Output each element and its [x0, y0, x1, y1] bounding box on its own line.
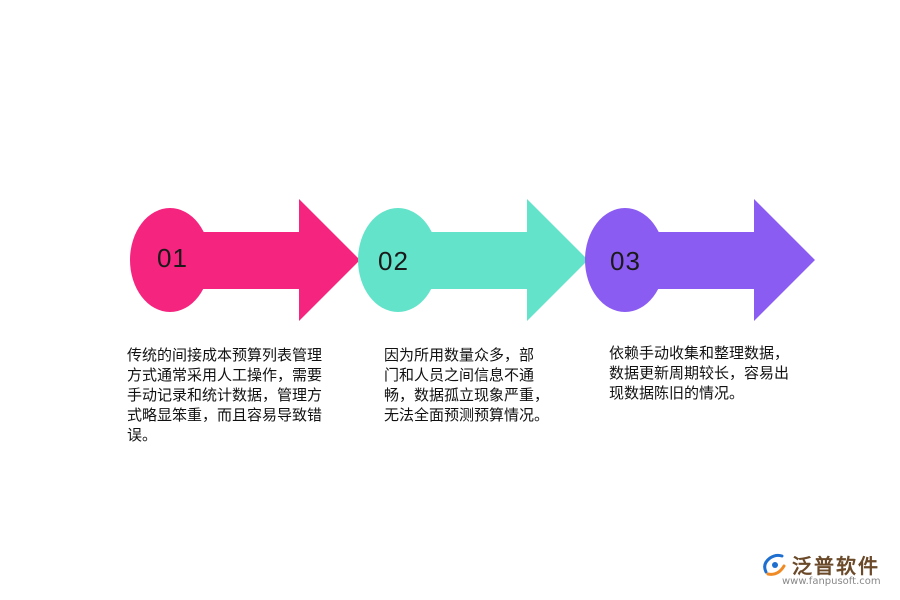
step-1-description: 传统的间接成本预算列表管理 方式通常采用人工操作，需要 手动记录和统计数据，管理…	[127, 345, 322, 445]
step-2-number: 02	[378, 246, 409, 276]
step-1-line: 传统的间接成本预算列表管理	[127, 346, 323, 364]
logo-url: www.fanpusoft.com	[782, 576, 881, 587]
step-3-arrow	[585, 199, 815, 321]
step-2-line: 无法全面预测预算情况。	[384, 406, 550, 424]
step-2-arrow	[358, 199, 588, 321]
step-2-arrow-shape	[408, 199, 588, 321]
fanpu-logo-icon	[763, 553, 786, 576]
step-2-line: 门和人员之间信息不通	[384, 366, 535, 384]
step-2-line: 因为所用数量众多，部	[384, 346, 535, 364]
step-1-arrow	[130, 199, 360, 321]
step-1-arrow-shape	[180, 199, 360, 321]
step-3-arrow-shape	[635, 199, 815, 321]
step-1-number: 01	[157, 243, 188, 273]
company-logo: 泛普软件 www.fanpusoft.com	[760, 550, 890, 590]
logo-name: 泛普软件	[792, 554, 880, 578]
step-3-line: 依赖手动收集和整理数据，	[609, 344, 790, 362]
step-3-description: 依赖手动收集和整理数据， 数据更新周期较长，容易出 现数据陈旧的情况。	[609, 343, 789, 403]
step-1-line: 误。	[127, 426, 158, 444]
step-1-line: 式略显笨重，而且容易导致错	[127, 406, 323, 424]
step-2-description: 因为所用数量众多，部 门和人员之间信息不通 畅，数据孤立现象严重， 无法全面预测…	[384, 345, 549, 425]
step-3-line: 现数据陈旧的情况。	[609, 384, 745, 402]
step-1-line: 方式通常采用人工操作，需要	[127, 366, 323, 384]
step-3-number: 03	[610, 246, 641, 276]
step-2-line: 畅，数据孤立现象严重，	[384, 386, 550, 404]
step-3-line: 数据更新周期较长，容易出	[609, 364, 790, 382]
step-1-line: 手动记录和统计数据，管理方	[127, 386, 323, 404]
